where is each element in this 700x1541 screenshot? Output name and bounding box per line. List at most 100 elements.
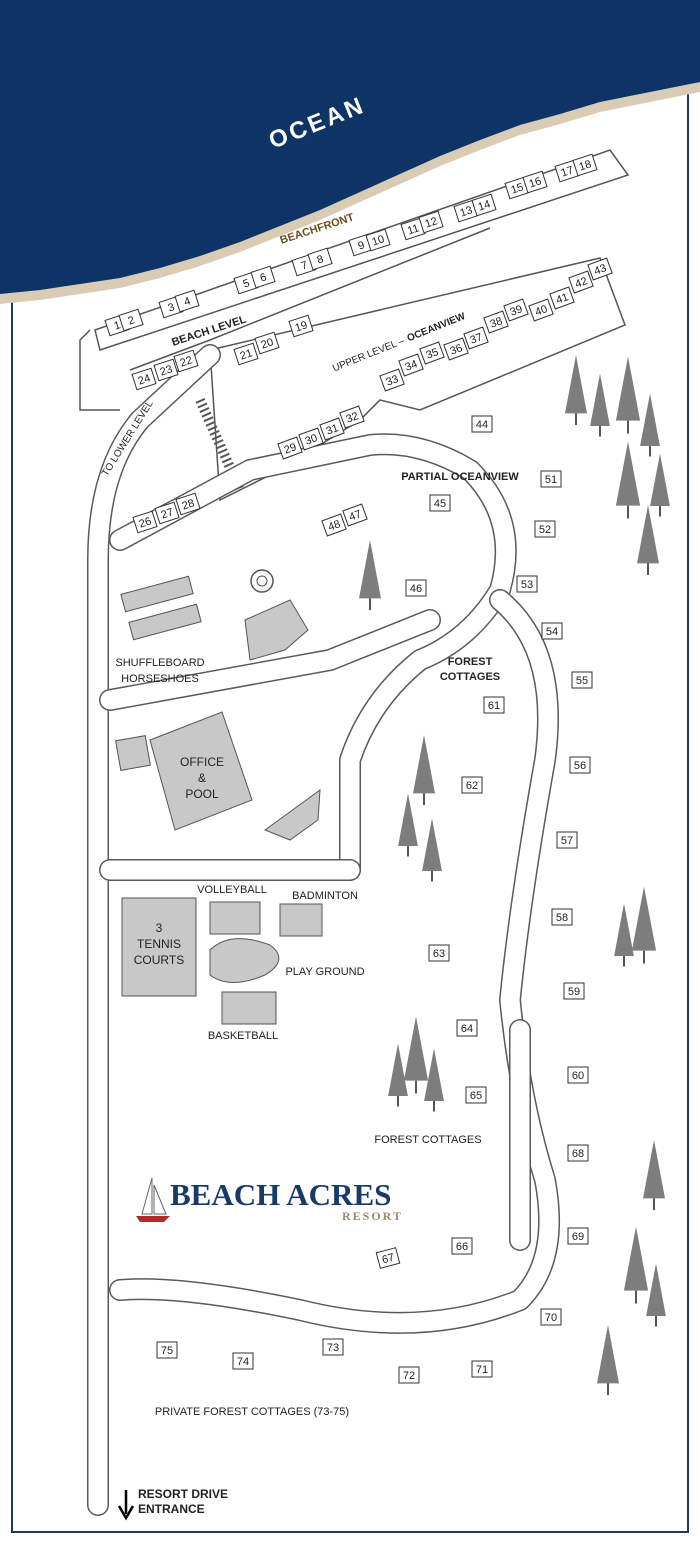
unit-label: 71 [476,1364,488,1376]
unit-64: 64 [456,1019,478,1037]
unit-20: 20 [254,331,280,355]
unit-10: 10 [365,228,391,252]
basketball-label: BASKETBALL [208,1030,278,1042]
unit-label: 74 [237,1356,249,1368]
pine-tree-icon [643,1140,665,1210]
unit-label: 52 [539,524,551,536]
unit-18: 18 [572,153,598,177]
unit-label: 5 [242,277,252,290]
unit-67: 67 [375,1247,401,1269]
pine-tree-icon [640,393,660,457]
unit-45: 45 [429,494,451,512]
unit-label: 40 [534,303,550,318]
unit-label: 37 [469,331,485,346]
unit-46: 46 [405,579,427,597]
forest-cottages-top-label-1: FOREST [448,656,493,668]
unit-label: 19 [294,319,309,334]
parking-island [263,788,321,841]
unit-66: 66 [451,1237,473,1255]
unit-58: 58 [551,908,573,926]
unit-28: 28 [175,492,201,516]
office-label-3: POOL [185,787,219,801]
unit-label: 30 [304,432,320,447]
unit-label: 41 [555,291,571,306]
unit-label: 14 [477,198,492,213]
unit-65: 65 [465,1086,487,1104]
forest-cottages-top-label-2: COTTAGES [440,671,500,683]
unit-label: 68 [572,1148,584,1160]
unit-36: 36 [443,337,469,361]
pine-tree-icon [637,505,659,575]
volleyball-label: VOLLEYBALL [197,884,267,896]
unit-16: 16 [522,170,548,194]
tennis-label-1: 3 [156,921,163,935]
unit-label: 12 [424,215,439,230]
unit-75: 75 [156,1341,178,1359]
unit-label: 36 [449,342,465,357]
unit-27: 27 [154,501,180,525]
unit-59: 59 [563,982,585,1000]
unit-17: 17 [554,159,580,183]
unit-label: 26 [138,515,153,530]
unit-39: 39 [503,298,529,322]
unit-label: 46 [410,583,422,595]
unit-label: 1 [113,319,123,332]
unit-label: 18 [578,158,593,173]
unit-51: 51 [540,470,562,488]
roundabout-circle [250,569,274,593]
office-label-2: & [198,771,206,785]
partial-oceanview-label: PARTIAL OCEANVIEW [401,471,519,483]
unit-label: 20 [260,336,275,351]
unit-label: 39 [509,303,525,318]
entrance-label-2: ENTRANCE [138,1502,205,1516]
unit-22: 22 [173,349,199,373]
badminton-court [279,903,323,937]
pine-tree-icon [615,356,641,434]
unit-label: 29 [283,441,299,456]
facilities [115,569,323,1025]
playground-label: PLAY GROUND [285,966,364,978]
basketball-court [221,991,277,1025]
unit-label: 22 [179,354,194,369]
shuffleboard-court [120,575,194,613]
tennis-label-3: COURTS [134,953,184,967]
logo-brand: BEACH ACRES [170,1177,391,1212]
unit-label: 44 [476,419,488,431]
unit-40: 40 [528,298,554,322]
unit-label: 67 [381,1252,396,1267]
entrance-arrow-icon [117,1490,135,1521]
unit-label: 48 [327,518,343,533]
pine-tree-icon [623,1226,649,1304]
unit-label: 32 [345,410,361,425]
pine-tree-icon [615,441,641,519]
unit-label: 13 [459,204,474,219]
unit-label: 27 [160,506,175,521]
unit-30: 30 [298,427,324,451]
unit-70: 70 [540,1308,562,1326]
unit-21: 21 [233,342,259,366]
unit-61: 61 [483,696,505,714]
unit-label: 64 [461,1023,473,1035]
unit-63: 63 [428,944,450,962]
unit-71: 71 [471,1360,493,1378]
unit-label: 54 [546,626,558,638]
private-cottages-label: PRIVATE FOREST COTTAGES (73-75) [155,1406,349,1418]
unit-44: 44 [471,415,493,433]
unit-14: 14 [471,193,497,217]
unit-label: 7 [300,259,310,272]
playground-area [209,938,280,983]
unit-label: 65 [470,1090,482,1102]
unit-label: 60 [572,1070,584,1082]
unit-24: 24 [131,367,157,391]
unit-label: 31 [325,422,341,437]
unit-label: 24 [137,372,152,387]
unit-72: 72 [398,1366,420,1384]
unit-label: 63 [433,948,445,960]
trees [359,355,670,1395]
unit-37: 37 [463,326,489,350]
unit-35: 35 [419,341,445,365]
unit-label: 62 [466,780,478,792]
unit-label: 35 [425,346,441,361]
unit-4: 4 [174,289,200,313]
